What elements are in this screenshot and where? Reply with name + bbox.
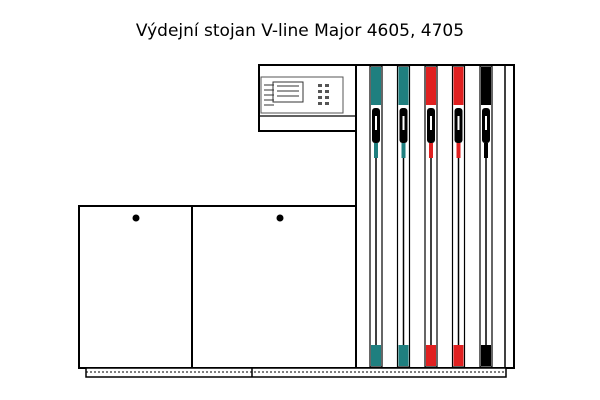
display-screen-icon — [264, 81, 304, 106]
nozzle-black-1-hose-base — [481, 345, 491, 366]
nozzle-red-1-holster — [426, 67, 436, 105]
nozzle-teal-1-holster — [371, 67, 381, 105]
left-cabinet — [78, 205, 193, 369]
nozzle-teal-1 — [369, 65, 383, 368]
middle-cabinet — [191, 205, 357, 369]
left-cabinet-body — [78, 205, 193, 369]
middle-cabinet-lock-icon — [276, 214, 284, 222]
base-plinth — [85, 367, 507, 378]
nozzle-red-2-trigger — [457, 116, 460, 130]
nozzle-black-1-holster — [481, 67, 491, 105]
nozzle-red-1-spout — [429, 143, 433, 158]
nozzle-red-1-hose-base — [426, 345, 436, 366]
nozzle-red-2-spout — [456, 143, 461, 158]
nozzle-teal-2-spout — [401, 143, 406, 158]
nozzle-teal-2-hose-base — [398, 345, 409, 366]
nozzle-black-1 — [479, 65, 493, 368]
nozzle-red-2-holster — [453, 67, 464, 105]
nozzle-black-1-spout — [484, 143, 488, 158]
nozzle-teal-2-holster — [398, 67, 409, 105]
left-cabinet-lock-icon — [132, 214, 140, 222]
nozzle-teal-1-hose-base — [371, 345, 381, 366]
diagram-title: Výdejní stojan V-line Major 4605, 4705 — [135, 21, 465, 41]
hose-column — [355, 64, 515, 369]
nozzle-red-2 — [451, 65, 466, 368]
nozzle-layer — [369, 65, 493, 368]
nozzle-teal-1-trigger — [375, 116, 377, 130]
nozzle-red-1-trigger — [430, 116, 432, 130]
display-head — [258, 64, 357, 132]
display-panel — [260, 76, 344, 114]
nozzle-teal-2-trigger — [402, 116, 405, 130]
nozzle-black-1-trigger — [485, 116, 487, 130]
nozzle-red-1 — [424, 65, 438, 368]
middle-cabinet-body — [191, 205, 357, 369]
nozzle-teal-2 — [396, 65, 411, 368]
keypad-icon — [318, 84, 329, 105]
nozzle-teal-1-spout — [374, 143, 378, 158]
nozzle-red-2-hose-base — [453, 345, 464, 366]
